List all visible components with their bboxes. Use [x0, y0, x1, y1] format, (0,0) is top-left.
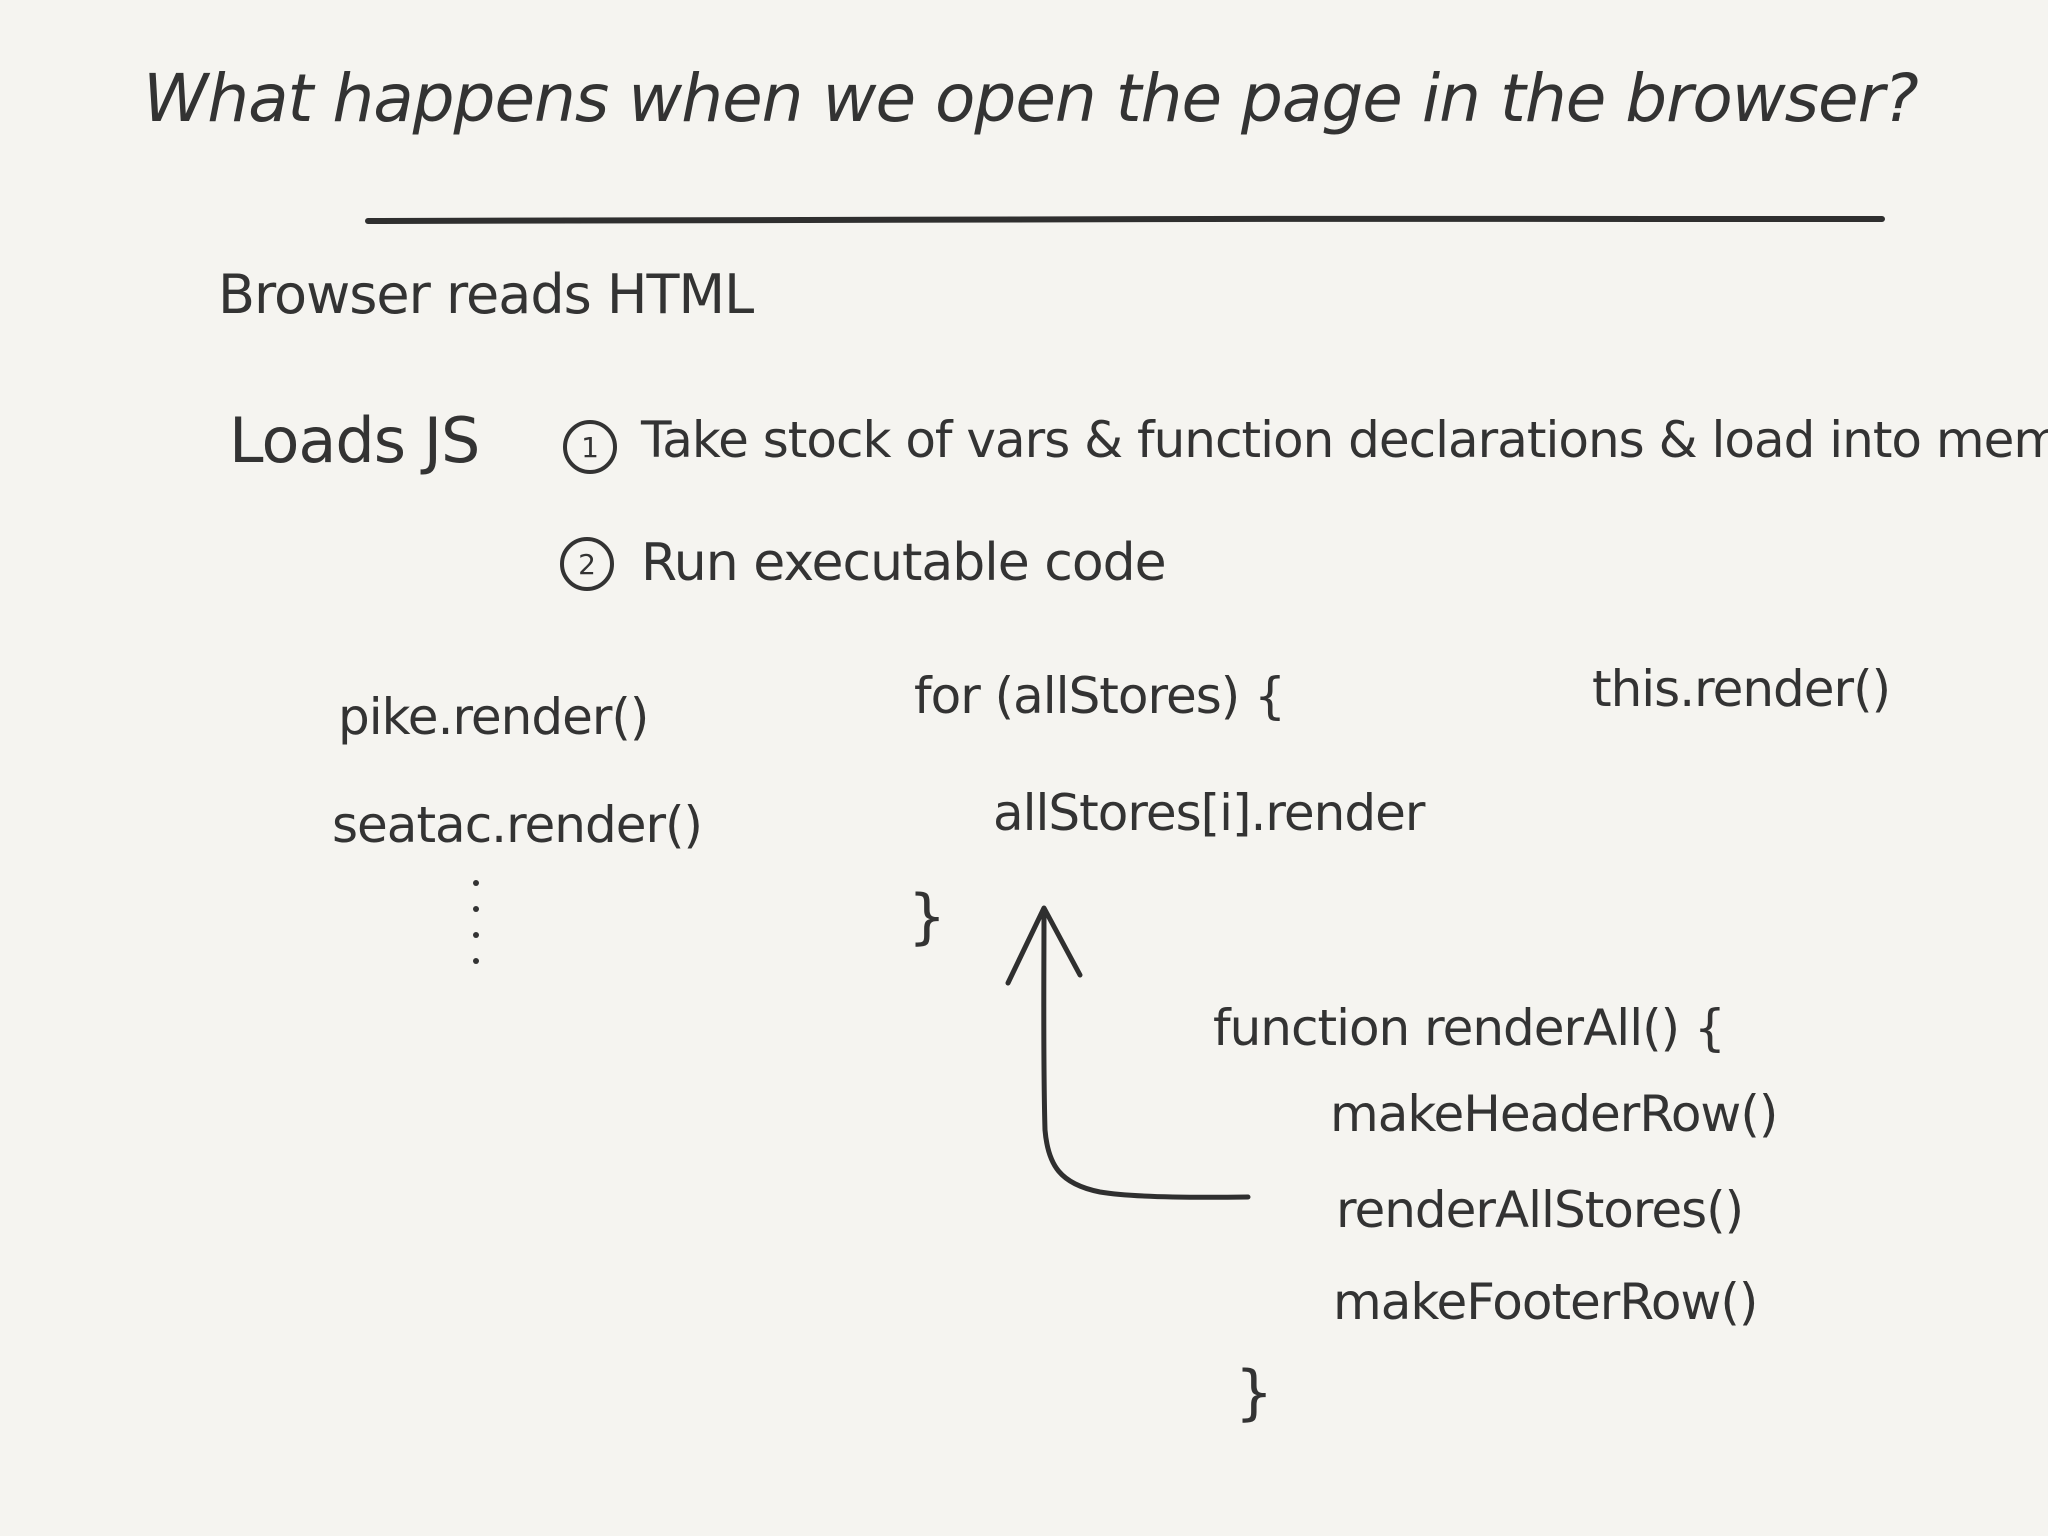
step-number-2: 2 [560, 537, 614, 591]
loads-js: Loads JS [229, 404, 480, 477]
arrow-shaft [1041, 907, 1251, 1200]
code-make-footer-row: makeFooterRow() [1333, 1273, 1758, 1331]
arrow-head [1005, 905, 1083, 986]
step-2-text: Run executable code [641, 533, 1167, 593]
browser-reads-html: Browser reads HTML [218, 263, 754, 326]
code-pike-render: pike.render() [338, 688, 649, 746]
page-title: What happens when we open the page in th… [143, 60, 1919, 137]
vertical-ellipsis [470, 880, 482, 984]
step-1-text: Take stock of vars & function declaratio… [641, 411, 2048, 469]
code-for-loop-close: } [908, 882, 946, 952]
code-function-open: function renderAll() { [1213, 999, 1726, 1057]
code-for-loop-body: allStores[i].render [993, 784, 1425, 842]
title-underline [365, 215, 1885, 224]
code-render-all-stores: renderAllStores() [1336, 1181, 1744, 1239]
code-this-render: this.render() [1592, 660, 1891, 718]
step-number-1: 1 [563, 420, 617, 474]
code-function-close: } [1235, 1358, 1273, 1428]
code-for-loop-open: for (allStores) { [914, 667, 1286, 725]
code-seatac-render: seatac.render() [332, 796, 703, 854]
code-make-header-row: makeHeaderRow() [1330, 1085, 1778, 1143]
